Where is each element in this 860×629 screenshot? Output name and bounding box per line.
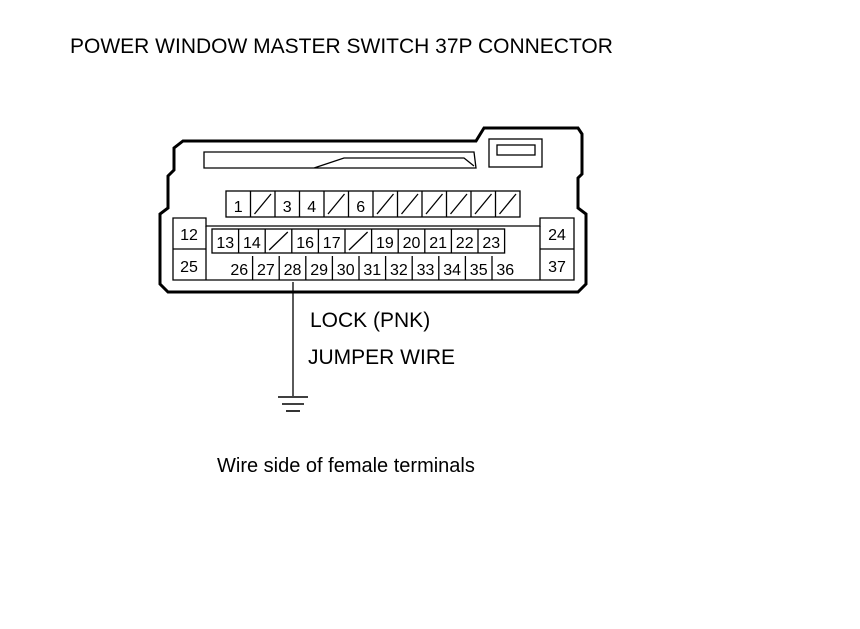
terminal-36: 36 [496,262,514,279]
lock-button [496,144,536,156]
terminal-28: 28 [284,262,302,279]
unused-terminal-slash [400,193,419,215]
terminal-24: 24 [548,227,566,244]
terminal-3: 3 [283,199,292,216]
terminal-14: 14 [243,235,261,252]
unused-terminal-slash [498,193,517,215]
unused-terminal-slash [268,231,289,251]
unused-terminal-slash [253,193,272,215]
terminal-31: 31 [363,262,381,279]
unused-terminal-slash [425,193,444,215]
terminal-37: 37 [548,259,566,276]
terminal-22: 22 [456,235,474,252]
inner-frame [172,217,575,281]
wire-label-jumper: JUMPER WIRE [308,346,455,369]
middle_row-box [211,228,506,254]
unused-terminal-slash [327,193,346,215]
right-side-terminals: 24 37 [539,226,574,280]
terminal-19: 19 [376,235,394,252]
left-side-terminals: 12 25 [173,226,207,280]
terminal-30: 30 [337,262,355,279]
unused-terminal-slash [376,193,395,215]
terminal-20: 20 [403,235,421,252]
terminal-35: 35 [470,262,488,279]
terminal-27: 27 [257,262,275,279]
terminal-26: 26 [230,262,248,279]
wire-label-lock: LOCK (PNK) [310,309,430,332]
caption: Wire side of female terminals [217,455,475,477]
terminal-34: 34 [443,262,461,279]
lock-housing [488,138,543,168]
terminal-16: 16 [296,235,314,252]
terminal-23: 23 [482,235,500,252]
terminal-12: 12 [180,227,198,244]
terminal-21: 21 [429,235,447,252]
terminal-32: 32 [390,262,408,279]
ground-icon [278,396,308,412]
terminal-4: 4 [307,199,316,216]
terminal-6: 6 [356,199,365,216]
connector-housing [158,126,588,294]
terminal-33: 33 [417,262,435,279]
terminal-29: 29 [310,262,328,279]
terminal-1: 1 [234,199,243,216]
lock-tab [203,151,477,169]
unused-terminal-slash [449,193,468,215]
terminal-13: 13 [216,235,234,252]
middle-row-terminals: 13 14 16 17 19 20 21 22 23 [211,228,506,254]
diagram-title: POWER WINDOW MASTER SWITCH 37P CONNECTOR [70,35,613,58]
unused-terminal-slash [474,193,493,215]
bottom-row-terminals: 26 27 28 29 30 31 32 33 34 35 36 [230,256,514,280]
unused-terminal-slash [348,231,369,251]
terminal-17: 17 [323,235,341,252]
terminal-25: 25 [180,259,198,276]
